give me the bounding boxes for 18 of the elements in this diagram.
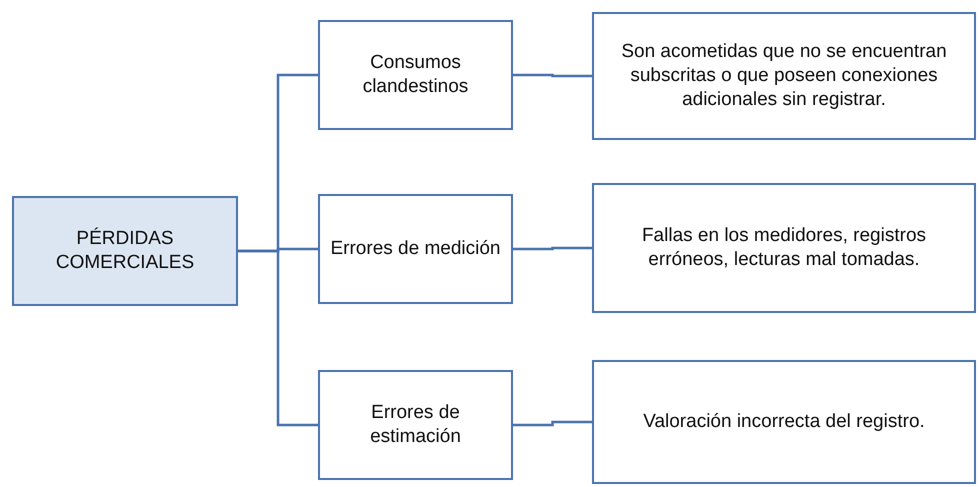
connector-line [513, 74, 592, 78]
description-box [592, 12, 976, 140]
category-box [318, 370, 513, 480]
node-text: Valoración incorrecta del registro. [643, 410, 925, 434]
node-text: Consumos clandestinos [362, 51, 470, 99]
connector-line [513, 420, 592, 426]
root-box [12, 196, 238, 306]
node-text: Errores de medición [330, 237, 501, 261]
node-text: Fallas en los medidores, registros erróneos, lecturas mal tomadas. [640, 224, 928, 272]
connector-line [238, 250, 318, 426]
node-text: Son acometidas que no se encuentran subscritas o que poseen conexiones adicionales sin registrar. [620, 40, 948, 112]
category-box [318, 194, 513, 304]
category-box [318, 20, 513, 130]
node-text: Errores de estimación [369, 401, 462, 449]
description-box [592, 183, 976, 313]
description-box [592, 360, 976, 484]
connector-line [513, 246, 592, 250]
node-text: PÉRDIDAS COMERCIALES [54, 227, 196, 275]
